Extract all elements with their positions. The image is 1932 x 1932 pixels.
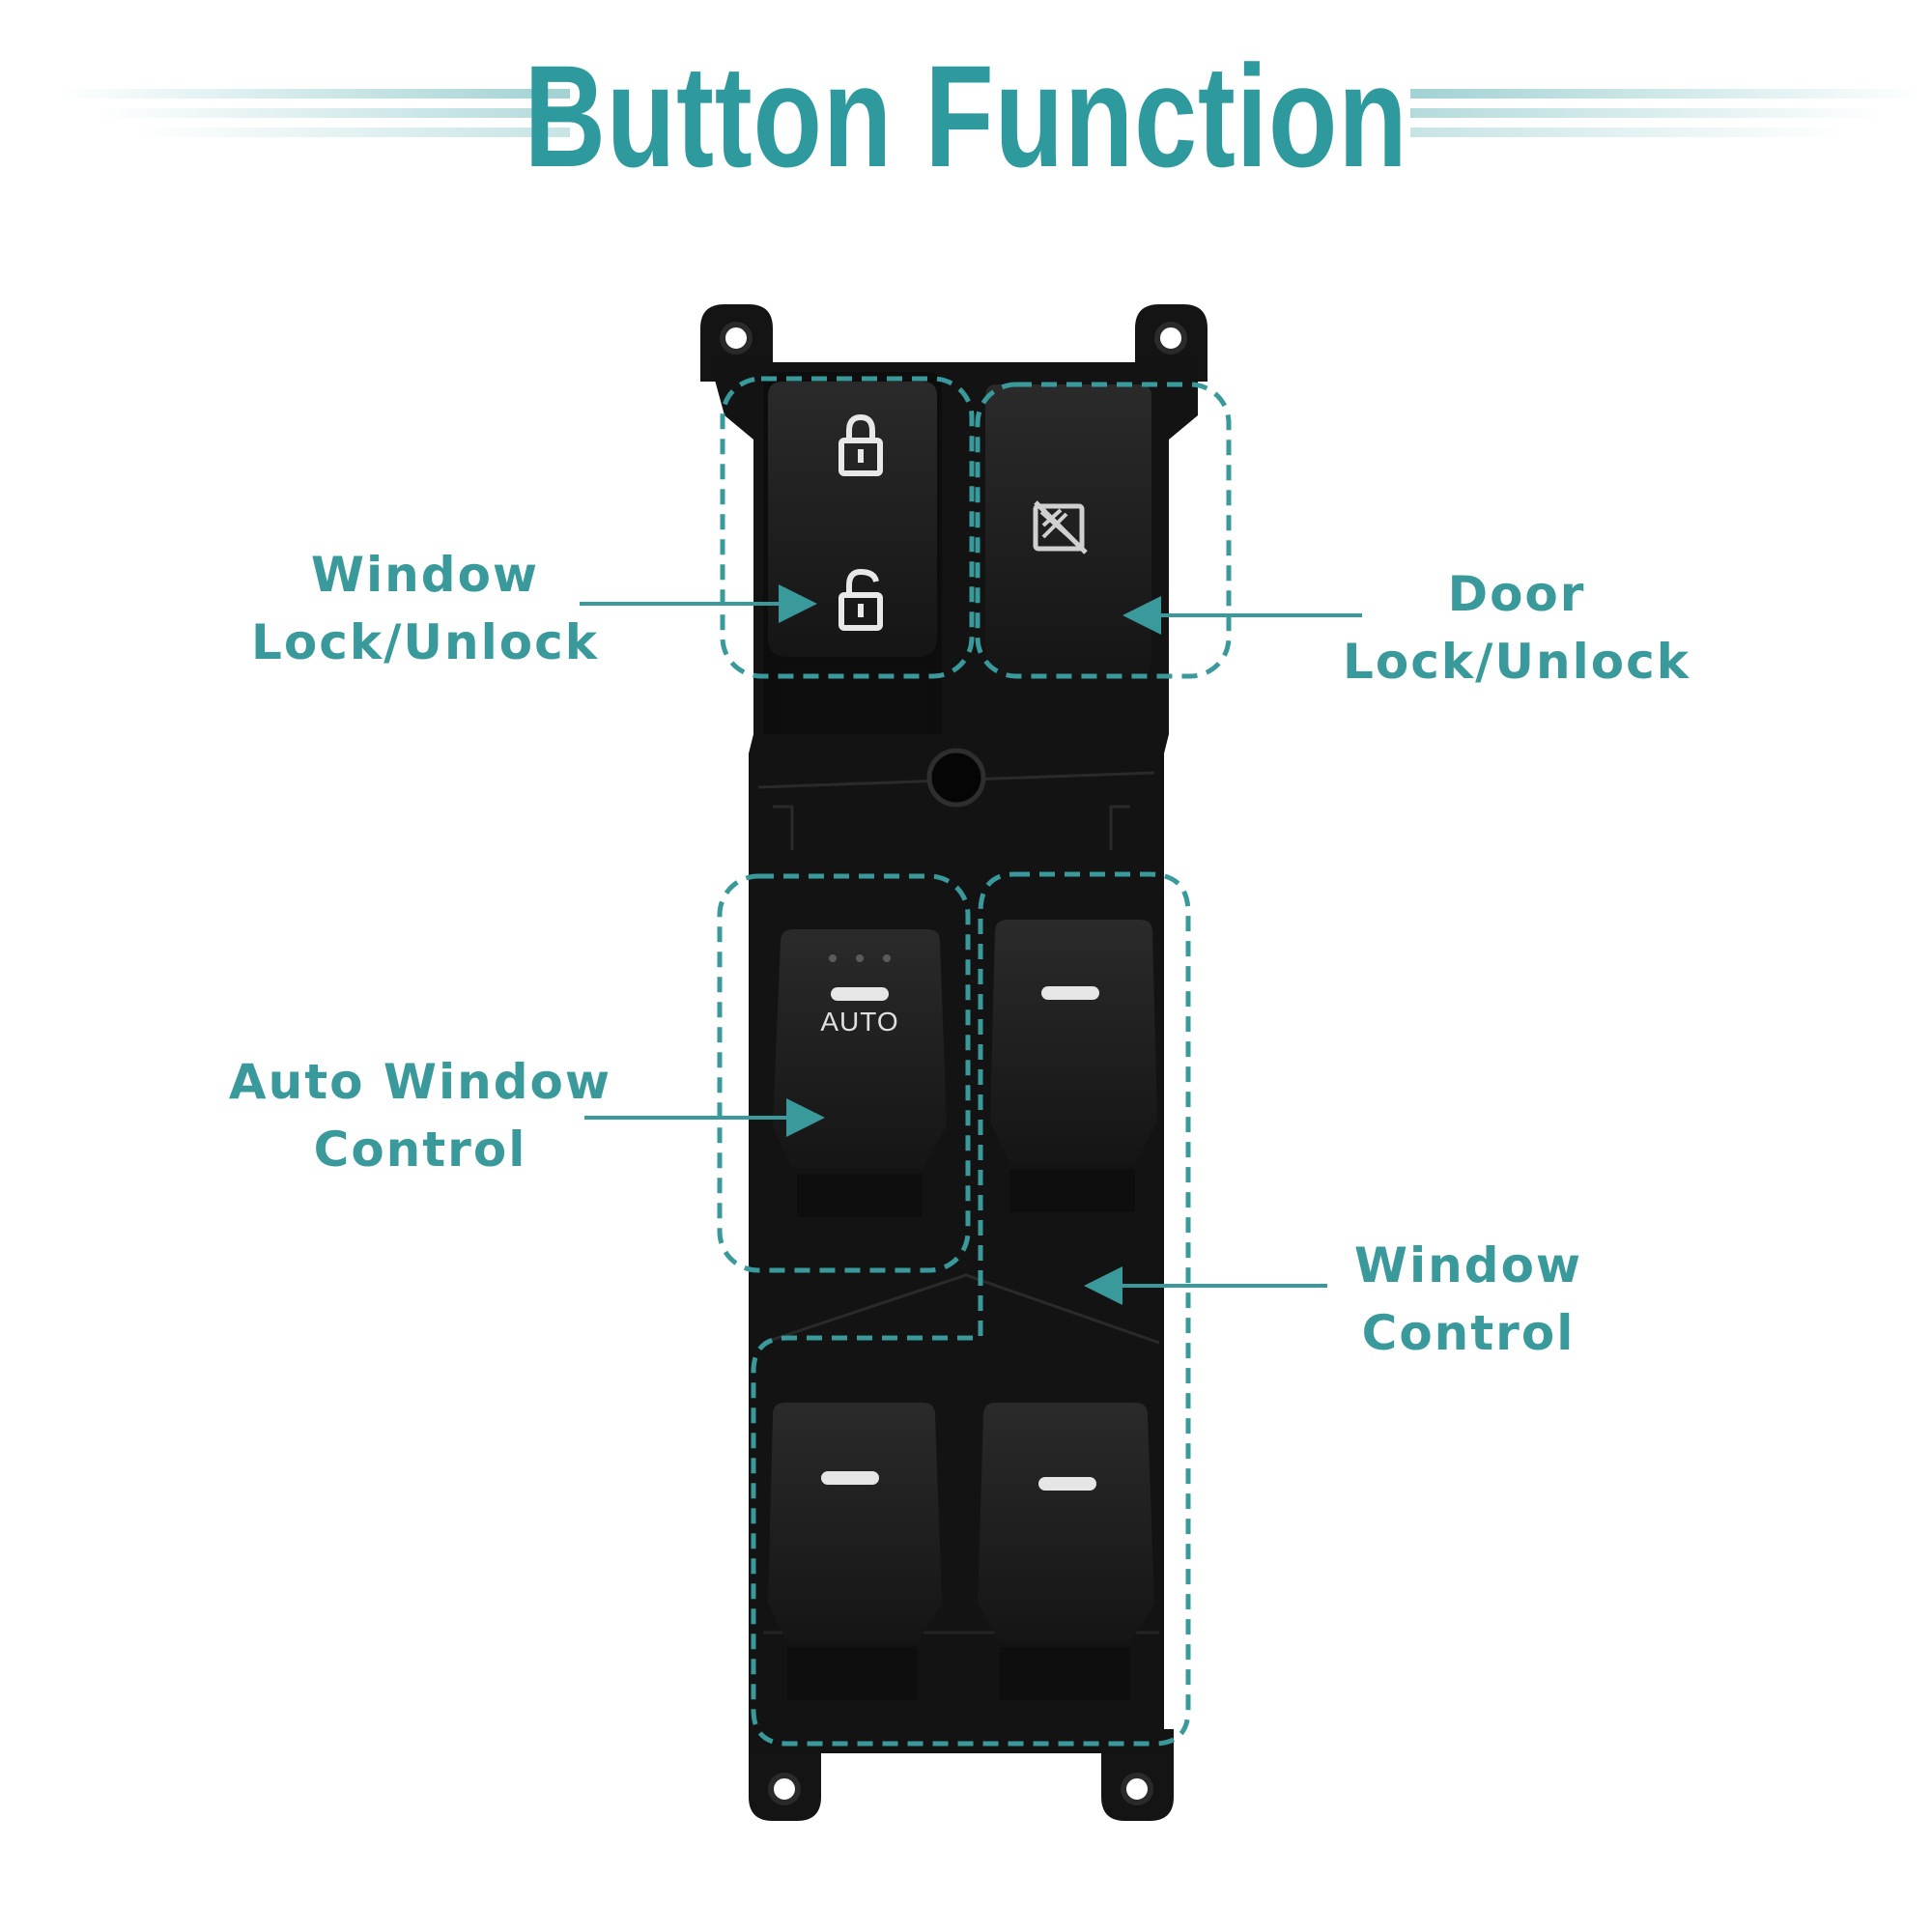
highlight-outlines xyxy=(717,376,1232,1747)
lock-closed-icon xyxy=(838,413,883,476)
callout-window-control: Window Control xyxy=(1304,1232,1633,1367)
indicator-bar xyxy=(1038,1477,1096,1491)
passenger-window-switch[interactable] xyxy=(990,920,1157,1212)
callout-auto-window-line2: Control xyxy=(313,1122,527,1178)
window-lockout-icon xyxy=(1033,500,1088,554)
callout-auto-window: Auto Window Control xyxy=(213,1048,628,1183)
auto-indicator-bar xyxy=(831,987,889,1001)
lock-open-icon xyxy=(838,568,883,631)
callout-auto-window-line1: Auto Window xyxy=(228,1054,612,1110)
callout-window-lock: Window Lock/Unlock xyxy=(227,541,623,676)
indicator-bar xyxy=(1041,986,1099,1000)
title-rule-left xyxy=(58,89,570,137)
window-lock-rocker[interactable] xyxy=(763,372,942,734)
callout-window-control-line2: Control xyxy=(1361,1305,1576,1361)
outline-window-control xyxy=(751,871,1191,1747)
outline-window-lock xyxy=(720,376,975,679)
auto-window-switch[interactable] xyxy=(773,929,947,1217)
rear-right-window-switch[interactable] xyxy=(978,1403,1154,1700)
rear-left-window-switch[interactable] xyxy=(768,1403,942,1700)
callout-window-control-line1: Window xyxy=(1353,1237,1583,1293)
outline-auto-window xyxy=(717,873,971,1273)
callout-arrows xyxy=(580,584,1362,1305)
window-lockout-button[interactable] xyxy=(985,384,1151,676)
callout-door-lock-line2: Lock/Unlock xyxy=(1343,634,1690,690)
callout-window-lock-line2: Lock/Unlock xyxy=(251,614,599,670)
callout-door-lock-line1: Door xyxy=(1447,566,1586,622)
outline-door-lock xyxy=(975,382,1232,679)
auto-button-text: AUTO xyxy=(820,1007,898,1037)
page-title: Button Function xyxy=(524,35,1408,197)
callout-window-lock-line1: Window xyxy=(310,547,540,603)
title-rule-right xyxy=(1410,89,1922,137)
callout-door-lock: Door Lock/Unlock xyxy=(1319,560,1715,696)
indicator-bar xyxy=(821,1471,879,1485)
